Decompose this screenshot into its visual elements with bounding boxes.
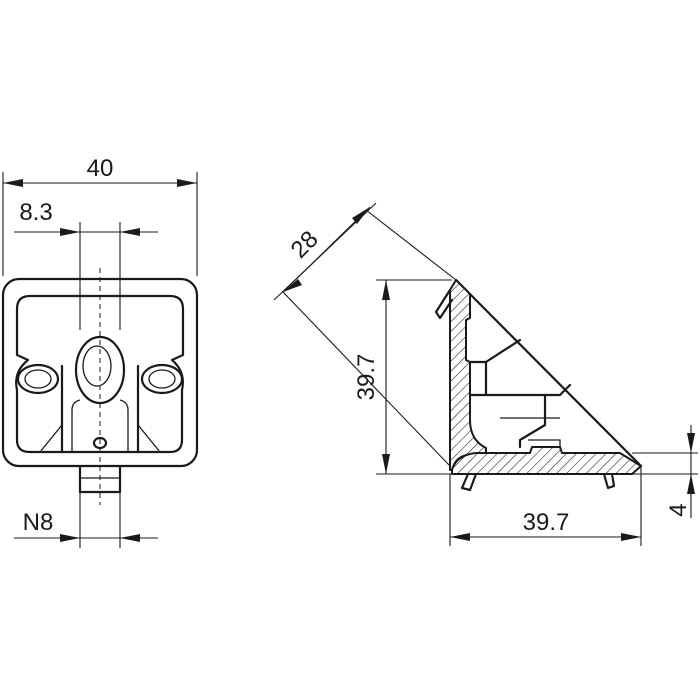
front-view-dimensions: 40 8.3 N8 xyxy=(2,155,198,548)
bracket-hypotenuse xyxy=(454,278,643,468)
upper-flange-tip xyxy=(434,288,454,320)
horizontal-leg-section xyxy=(451,446,642,475)
inner-web-slot xyxy=(528,439,561,447)
side-view-dimensions: 28 39.7 39.7 4 xyxy=(273,202,698,546)
center-web-left xyxy=(71,399,81,452)
right-bore xyxy=(140,363,184,395)
dim-nut-N8: N8 xyxy=(23,509,54,536)
inner-web-upper xyxy=(468,360,488,397)
front-view xyxy=(1,268,199,505)
nut-block xyxy=(78,464,122,494)
side-view xyxy=(434,278,643,492)
lower-flange-tip-left xyxy=(460,472,478,492)
left-bore xyxy=(16,363,60,395)
center-slot-inner xyxy=(82,345,112,387)
inner-web-mid xyxy=(484,338,572,397)
center-web-right xyxy=(119,399,129,452)
left-bore-inner xyxy=(24,369,52,389)
dim-thickness-4: 4 xyxy=(665,503,692,516)
left-web xyxy=(39,424,161,453)
vertical-leg-section xyxy=(449,279,487,471)
lower-flange-tip-right xyxy=(602,472,616,490)
dim-width-40: 40 xyxy=(87,155,114,182)
dim-width-39-7: 39.7 xyxy=(523,509,570,536)
dim-height-39-7: 39.7 xyxy=(353,354,380,401)
inner-web-lower xyxy=(518,393,547,449)
right-bore-inner xyxy=(148,369,176,389)
dim-slot-8-3: 8.3 xyxy=(19,199,52,226)
bracket-inner-pocket xyxy=(15,294,185,454)
